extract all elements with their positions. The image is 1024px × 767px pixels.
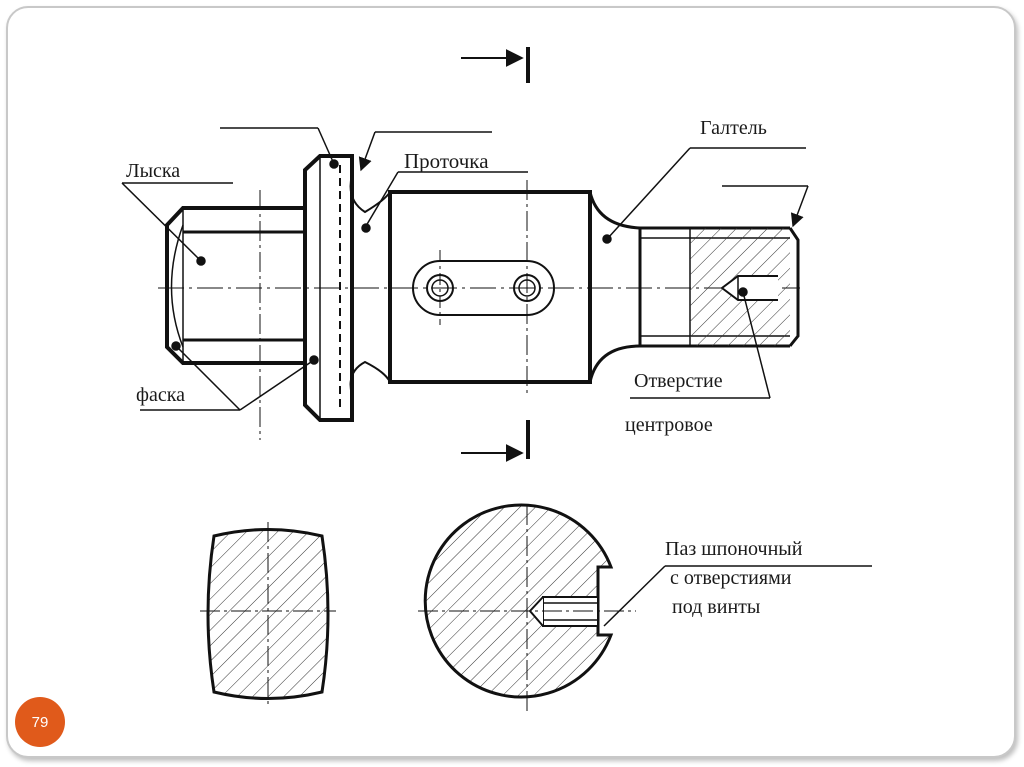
label-otverstie-line2: центровое [625,414,713,436]
label-lyska: Лыска [126,160,180,182]
section-flat [200,522,336,705]
label-paz-line2: с отверстиями [670,567,792,589]
label-protochka: Проточка [404,149,489,173]
leaders [121,127,809,411]
label-otverstie-line1: Отверстие [634,370,723,392]
label-galtel: Галтель [700,117,767,139]
section-mark-top [461,47,530,83]
label-paz-line1: Паз шпоночный [665,538,803,560]
label-faska: фаска [136,384,185,406]
section-keyway [418,503,872,712]
section-mark-bottom [461,420,530,462]
page-number-badge: 79 [15,697,65,747]
shaft-main-view [158,154,800,440]
label-paz-line3: под винты [672,596,760,618]
